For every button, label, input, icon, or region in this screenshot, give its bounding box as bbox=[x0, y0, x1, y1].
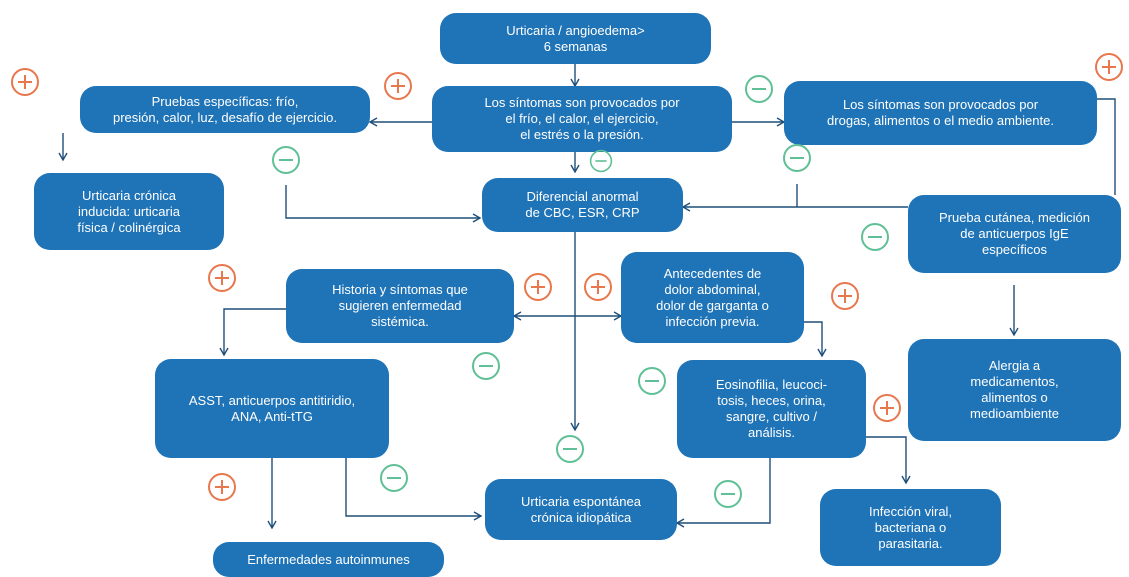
minus-sign-icon bbox=[783, 144, 811, 172]
node-infeccion: Infección viral, bacteriana o parasitari… bbox=[820, 489, 1001, 566]
arrow-eosinofilia-to-infeccion bbox=[866, 436, 911, 485]
minus-sign-icon bbox=[745, 75, 773, 103]
minus-sign-icon bbox=[556, 435, 584, 463]
minus-sign-icon bbox=[272, 146, 300, 174]
minus-sign-icon bbox=[589, 149, 613, 173]
node-urticaria-espontanea: Urticaria espontánea crónica idiopática bbox=[485, 479, 677, 540]
node-sintomas-drogas: Los síntomas son provocados por drogas, … bbox=[784, 81, 1097, 145]
node-urticaria-angioedema: Urticaria / angioedema> 6 semanas bbox=[440, 13, 711, 64]
plus-sign-icon bbox=[524, 273, 552, 301]
minus-sign-icon bbox=[380, 464, 408, 492]
node-enfermedades-autoinmunes: Enfermedades autoinmunes bbox=[213, 542, 444, 577]
plus-sign-icon bbox=[384, 72, 412, 100]
plus-sign-icon bbox=[584, 273, 612, 301]
minus-sign-icon bbox=[861, 223, 889, 251]
arrow-historia-to-asst bbox=[219, 308, 286, 357]
plus-sign-icon bbox=[208, 473, 236, 501]
arrow-antecedentes-to-eosinofilia bbox=[804, 321, 827, 358]
node-asst: ASST, anticuerpos antitiridio, ANA, Anti… bbox=[155, 359, 389, 458]
arrow-eosinofilia-to-espontanea bbox=[675, 458, 771, 528]
minus-sign-icon bbox=[638, 367, 666, 395]
node-diferencial-anormal: Diferencial anormal de CBC, ESR, CRP bbox=[482, 178, 683, 232]
plus-sign-icon bbox=[1095, 53, 1123, 81]
plus-sign-icon bbox=[11, 68, 39, 96]
node-eosinofilia: Eosinofilia, leucoci- tosis, heces, orin… bbox=[677, 360, 866, 458]
node-historia-sintomas: Historia y síntomas que sugieren enferme… bbox=[286, 269, 514, 343]
node-prueba-cutanea: Prueba cutánea, medición de anticuerpos … bbox=[908, 195, 1121, 273]
arrow-pruebas-neg-to-diferencial bbox=[285, 185, 482, 223]
node-urticaria-cronica-inducida: Urticaria crónica inducida: urticaria fí… bbox=[34, 173, 224, 250]
line-drogas-to-prueba-cutanea bbox=[1097, 98, 1116, 195]
minus-sign-icon bbox=[714, 480, 742, 508]
minus-sign-icon bbox=[472, 352, 500, 380]
node-antecedentes: Antecedentes de dolor abdominal, dolor d… bbox=[621, 252, 804, 343]
plus-sign-icon bbox=[208, 264, 236, 292]
arrow-asst-to-espontanea bbox=[345, 458, 483, 521]
node-pruebas-especificas: Pruebas específicas: frío, presión, calo… bbox=[80, 86, 370, 133]
plus-sign-icon bbox=[831, 282, 859, 310]
node-alergia: Alergia a medicamentos, alimentos o medi… bbox=[908, 339, 1121, 441]
plus-sign-icon bbox=[873, 394, 901, 422]
node-sintomas-fisicos: Los síntomas son provocados por el frío,… bbox=[432, 86, 732, 152]
